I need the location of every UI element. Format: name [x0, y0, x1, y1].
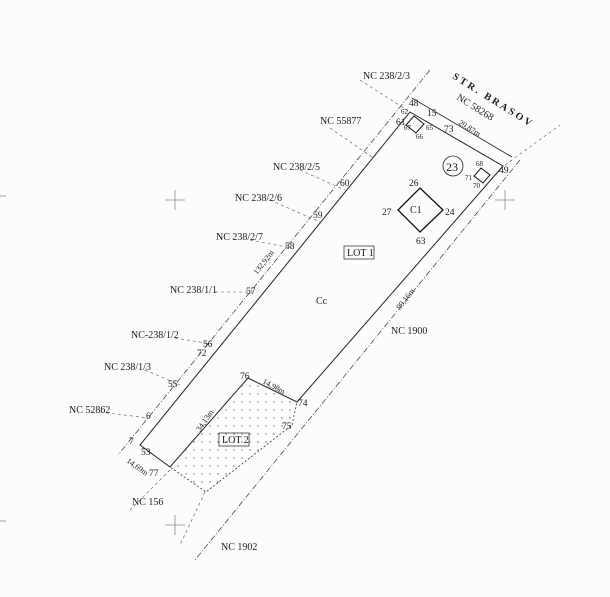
point-label: 77	[149, 469, 159, 479]
point-label: 49	[499, 166, 509, 176]
frontage-dimension: 29,87m	[457, 118, 483, 139]
neighbor-label: NC 238/1/3	[104, 362, 151, 373]
point-label: 68	[476, 160, 484, 168]
point-label: 59	[313, 211, 323, 221]
point-label: 7	[129, 437, 134, 447]
point-label: 74	[298, 399, 308, 409]
neighbor-label: NC 238/2/3	[363, 71, 410, 82]
utility-box-north	[405, 115, 425, 134]
neighbor-label: NC 1902	[221, 542, 257, 553]
neighbor-label: NC 55877	[320, 116, 361, 127]
neighbor-label: NC 238/2/6	[235, 193, 282, 204]
neighbor-label: NC 156	[132, 497, 163, 508]
lot1-label-box	[343, 245, 375, 260]
point-label: 61	[396, 118, 406, 128]
point-label: 26	[409, 179, 419, 189]
point-label: 76	[240, 372, 250, 382]
point-label: 62	[401, 108, 409, 116]
dimension-left: 132,92m	[251, 248, 276, 276]
frontage-dim-line	[411, 97, 513, 158]
point-label: 53	[141, 448, 151, 458]
neighbor-boundaries	[99, 79, 561, 546]
utility-box-east	[473, 167, 491, 184]
point-label: 67	[404, 124, 412, 132]
point-label: 58	[285, 242, 295, 252]
point-label: 27	[382, 208, 392, 218]
point-label: 65	[426, 124, 434, 132]
neighbor-label: NC-238/1/2	[131, 330, 179, 341]
dimension-bottom: 14,69m	[125, 456, 151, 478]
neighbor-label: NC 1900	[391, 326, 427, 337]
lot2-label-box	[218, 432, 250, 447]
point-label: 15	[427, 109, 437, 119]
point-label: 57	[246, 287, 256, 297]
point-label: 66	[416, 133, 424, 141]
neighbor-label: NC 52862	[69, 405, 110, 416]
point-label: 56	[203, 340, 213, 350]
point-label: 55	[168, 380, 178, 390]
point-label: 71	[465, 174, 473, 182]
land-use-label: Cc	[316, 296, 328, 307]
lot1-label: LOT 1	[347, 248, 374, 259]
point-label: 72	[197, 349, 207, 359]
building-label: C1	[410, 205, 422, 216]
neighbor-label: NC 238/2/5	[273, 162, 320, 173]
point-label: 6	[146, 412, 151, 422]
survey-points: 48 62 15 61 67 65 73 66 60 59 58 57 56 7…	[129, 99, 509, 479]
neighbor-label: NC 238/1/1	[170, 285, 217, 296]
point-label: 70	[473, 182, 481, 190]
parcel-number: 23	[446, 160, 458, 174]
point-label: 48	[409, 99, 419, 109]
point-label: 75	[282, 422, 292, 432]
point-label: 24	[445, 208, 455, 218]
grid-crosshairs	[0, 190, 515, 535]
lot2-label: LOT 2	[222, 435, 249, 446]
parcel-outer-lines	[117, 69, 521, 561]
building-c1	[397, 187, 444, 233]
dimension-right: 99,16m	[394, 286, 416, 311]
point-label: 60	[340, 179, 350, 189]
point-label: 73	[444, 125, 454, 135]
lot2-area	[169, 377, 298, 493]
point-label: 63	[416, 237, 426, 247]
neighbor-label: NC 238/2/7	[216, 232, 263, 243]
parcel-number-circle	[442, 155, 464, 177]
